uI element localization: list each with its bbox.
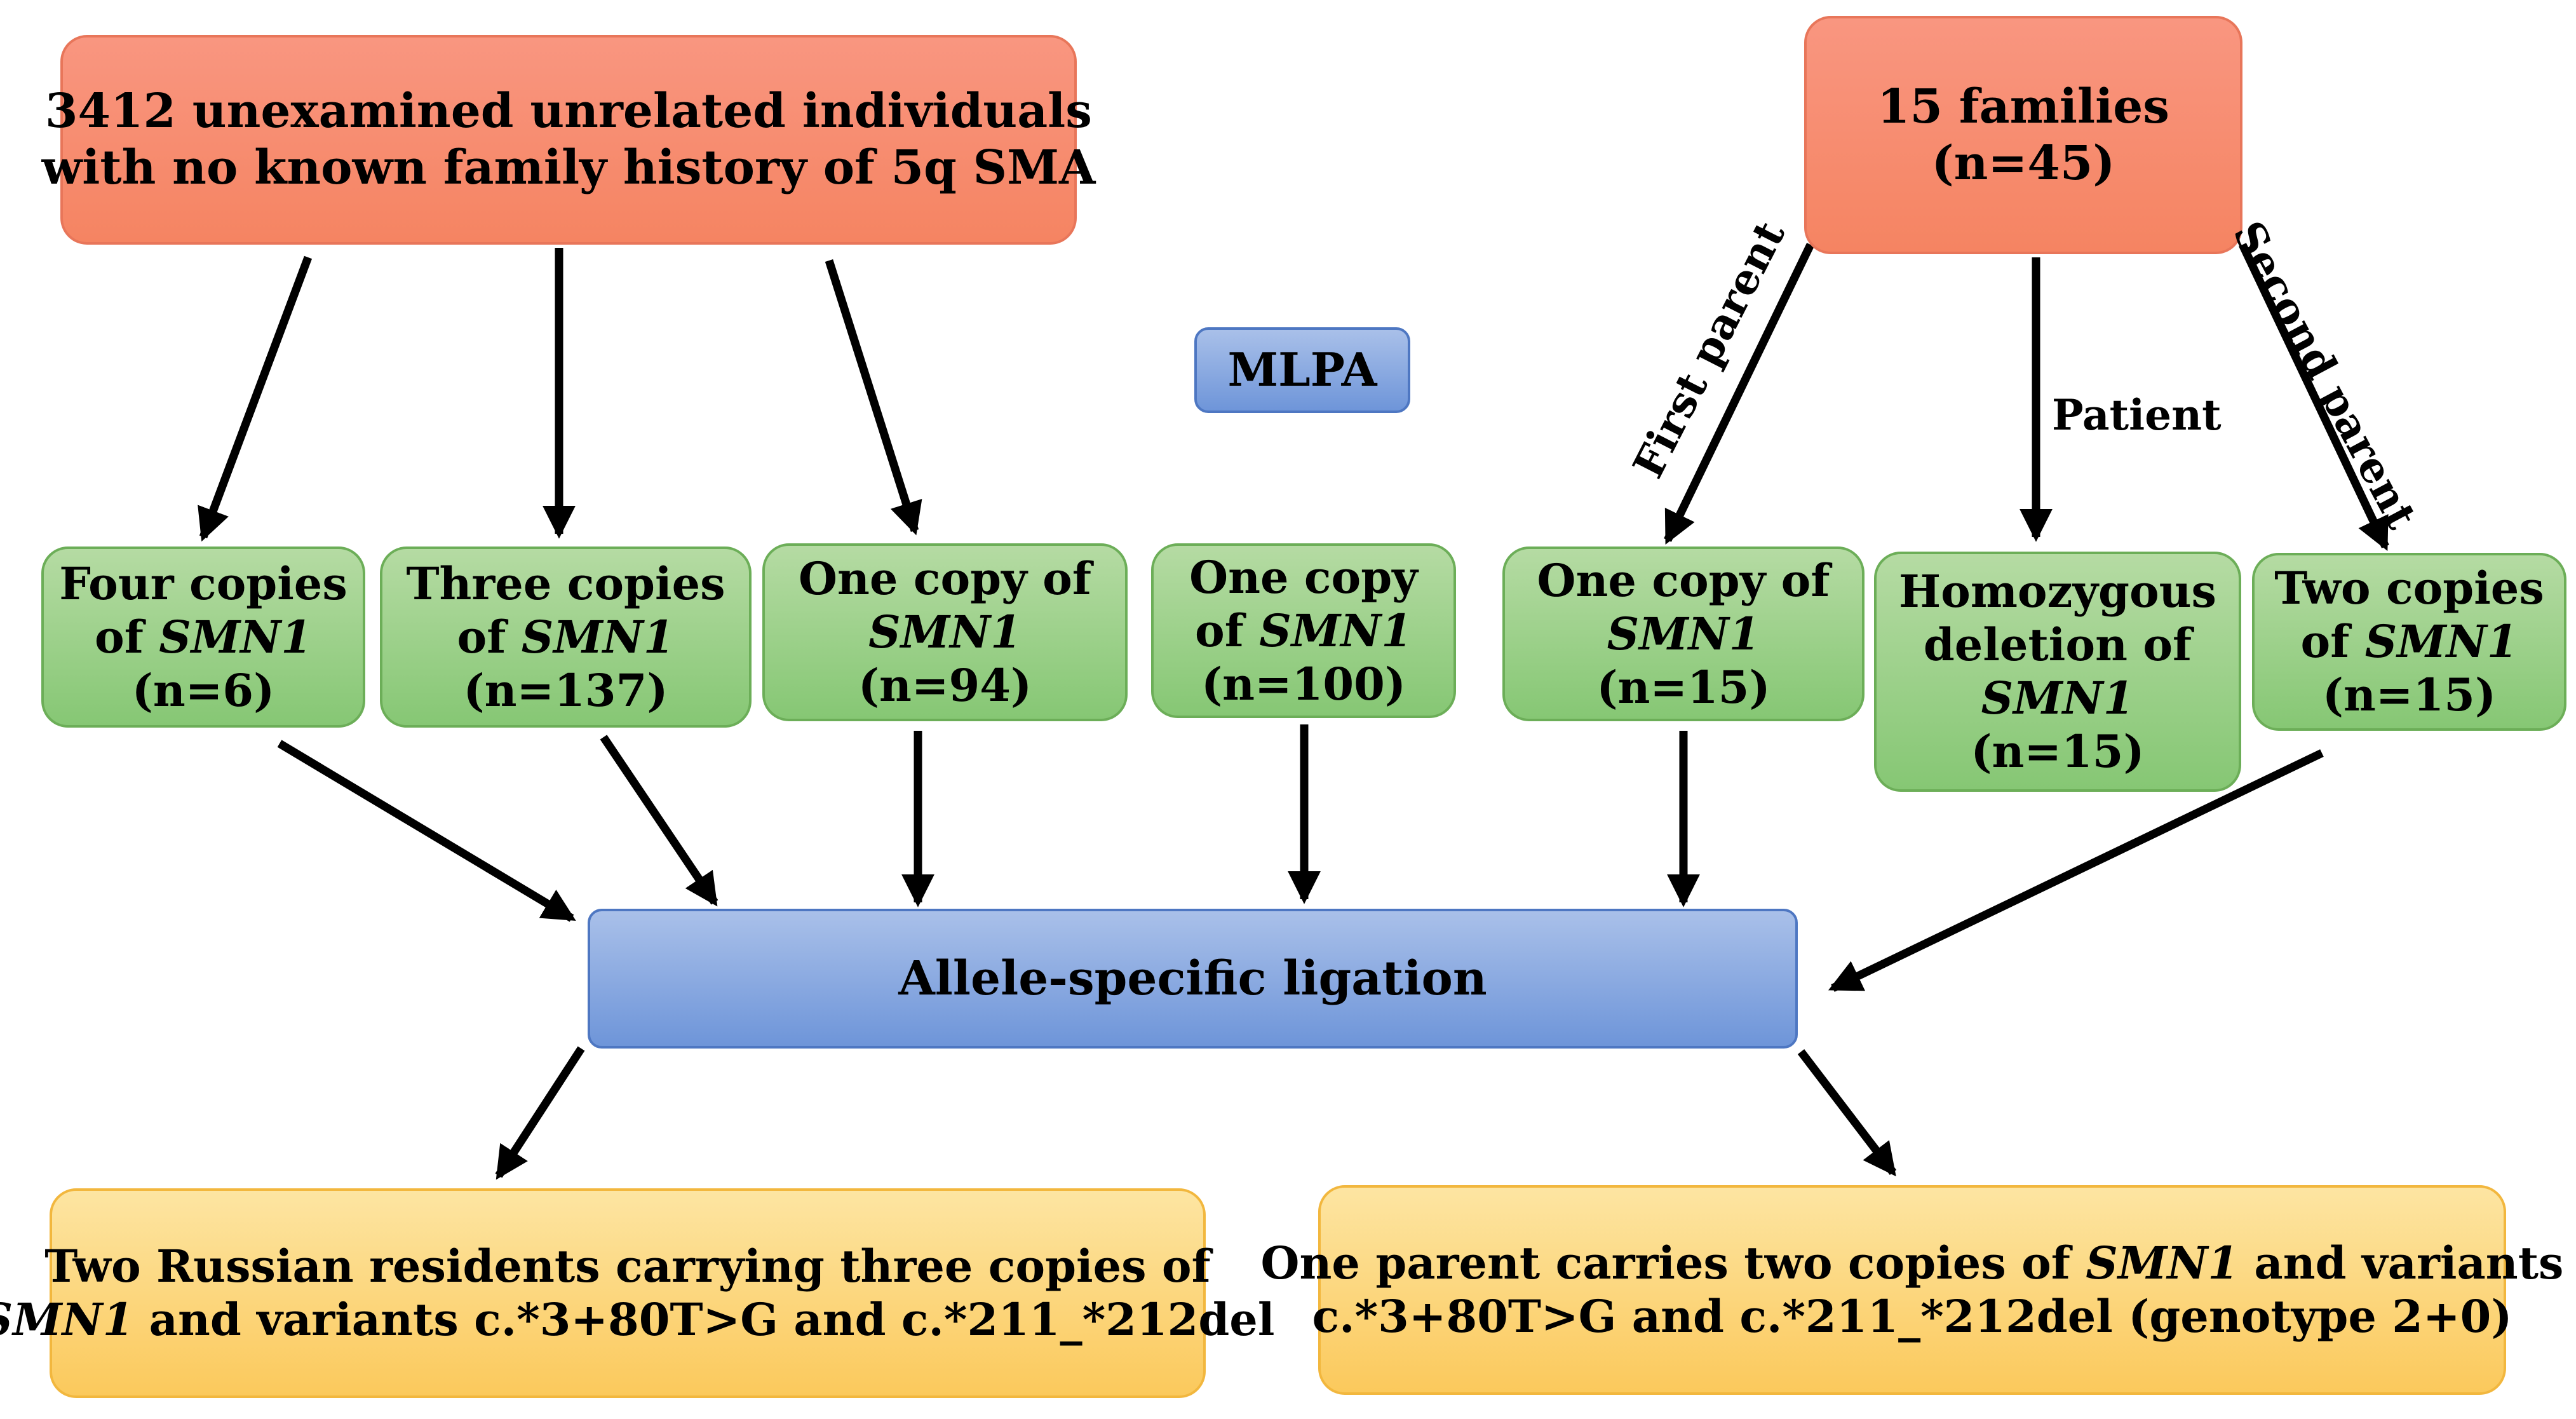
three-copies-line2: of SMN1 [457,610,675,663]
homozygous-count: (n=15) [1971,725,2145,778]
result-right-line2: c.*3+80T>G and c.*211_*212del (genotype … [1312,1290,2512,1343]
gene-name: SMN1 [868,606,1022,658]
families-line2: (n=45) [1931,135,2115,191]
one-copy-b-line1: One copy [1189,550,1418,604]
gene-name: SMN1 [159,610,312,663]
homozygous-line2: deletion of [1923,618,2192,671]
mlpa-box: MLPA [1194,327,1410,413]
families-box: 15 families (n=45) [1804,16,2242,254]
result-right-box: One parent carries two copies of SMN1 an… [1261,1185,2563,1395]
one-copy-b-box: One copy of SMN1 (n=100) [1151,543,1456,718]
one-copy-a-count: (n=94) [858,659,1032,712]
one-copy-a-box: One copy of SMN1 (n=94) [762,543,1128,721]
three-copies-count: (n=137) [463,663,668,717]
arrow-ligation-to-result-left [495,1046,585,1180]
arrow-four-to-ligation [277,740,576,922]
arrow-second-parent [2239,243,2389,552]
arrow-to-four-copies [198,255,313,542]
gene-name: SMN1 [2086,1237,2239,1289]
two-copies-line1: Two copies [2274,562,2544,614]
arrow-first-parent [1664,243,1814,545]
one-copy-family-line1: One copy of [1537,553,1830,607]
two-copies-count: (n=15) [2322,669,2497,721]
two-copies-line2: of SMN1 [2300,615,2518,668]
ligation-label: Allele-specific ligation [898,951,1487,1006]
one-copy-a-line1: One copy of [799,552,1091,605]
mlpa-label: MLPA [1227,343,1377,397]
arrow-ligation-to-result-right [1797,1049,1897,1177]
unrelated-individuals-line1: 3412 unexamined unrelated individuals [45,84,1092,139]
families-line1: 15 families [1877,79,2169,134]
result-left-line1: Two Russian residents carrying three cop… [44,1240,1211,1293]
two-copies-box: Two copies of SMN1 (n=15) [2252,553,2566,731]
gene-name: SMN1 [2364,615,2518,668]
one-copy-b-count: (n=100) [1201,657,1406,710]
gene-name: SMN1 [0,1293,134,1346]
arrow-two-copies-to-ligation [1828,749,2324,992]
four-copies-box: Four copies of SMN1 (n=6) [41,547,365,728]
homozygous-line1: Homozygous [1899,565,2216,618]
one-copy-family-count: (n=15) [1596,660,1770,714]
arrow-to-one-copy-a [825,259,922,536]
result-left-box: Two Russian residents carrying three cop… [0,1188,1274,1398]
homozygous-deletion-box: Homozygous deletion of SMN1 (n=15) [1874,552,2241,792]
result-right-line1: One parent carries two copies of SMN1 an… [1260,1237,2564,1289]
arrow-three-to-ligation [600,735,718,907]
result-left-line2: SMN1 and variants c.*3+80T>G and c.*211_… [0,1293,1274,1347]
one-copy-b-line2: of SMN1 [1195,604,1412,657]
unrelated-individuals-line2: with no known family history of 5q SMA [41,140,1096,195]
four-copies-line1: Four copies [59,557,347,610]
allele-specific-ligation-box: Allele-specific ligation [588,909,1798,1049]
one-copy-family-box: One copy of SMN1 (n=15) [1502,547,1865,721]
gene-name: SMN1 [1981,672,2134,724]
one-copy-family-line2: SMN1 [1607,608,1760,661]
patient-label: Patient [2052,390,2222,440]
gene-name: SMN1 [521,610,675,663]
unrelated-individuals-box: 3412 unexamined unrelated individuals wi… [42,35,1095,245]
three-copies-box: Three copies of SMN1 (n=137) [380,547,752,728]
three-copies-line1: Three copies [406,557,725,610]
four-copies-line2: of SMN1 [95,610,312,663]
gene-name: SMN1 [1607,607,1760,660]
four-copies-count: (n=6) [131,663,275,717]
one-copy-a-line2: SMN1 [868,606,1022,659]
gene-name: SMN1 [1259,604,1412,657]
homozygous-line3: SMN1 [1981,672,2134,725]
